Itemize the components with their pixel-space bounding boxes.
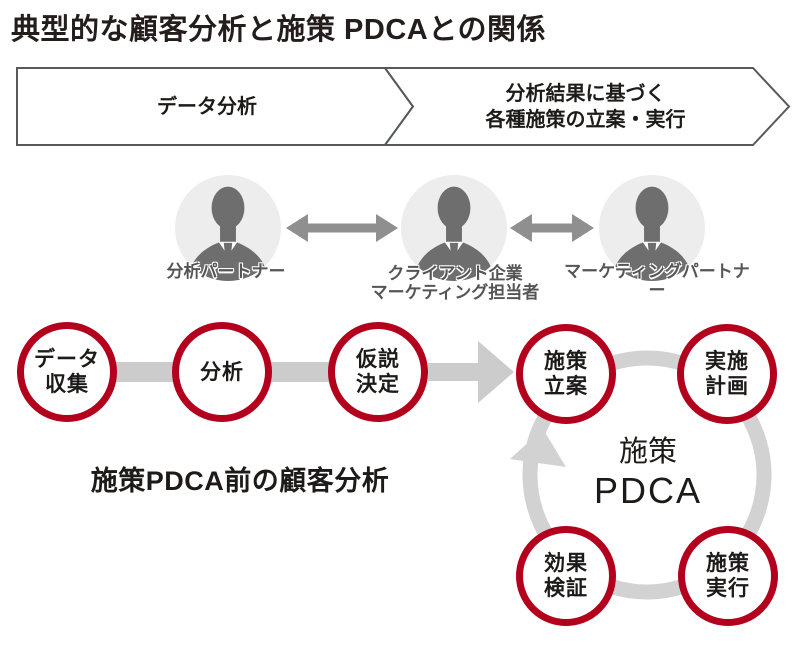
phase1-label: データ分析 [157,95,257,118]
node-data-collection: データ 収集 [17,322,117,422]
avatar-analysis-partner [175,175,281,281]
caption-pre-pdca-analysis: 施策PDCA前の顧客分析 [90,466,390,496]
person-icon [413,186,495,281]
avatar-client-marketer [401,175,507,281]
pdca-center-label: 施策 PDCA [568,434,728,512]
pdca-center-line1: 施策 [618,436,677,468]
person-icon [611,186,693,281]
node-plan-measures: 施策 立案 [516,324,616,424]
phase2-label: 分析結果に基づく 各種施策の立案・実行 [485,82,686,131]
phase2-chevron-shape [383,67,791,146]
flow-arrow-icon [428,341,514,403]
page-title: 典型的な顧客分析と施策 PDCAとの関係 [11,14,546,46]
stakeholder-label-marketing-partner: マーケティングパートナー [564,262,750,300]
node-execute-measures: 施策 実行 [678,526,778,626]
person-icon [187,186,269,281]
cycle-arrow-icon [510,429,566,467]
pdca-ring [522,350,772,600]
avatar-marketing-partner [599,175,705,281]
node-analysis: 分析 [172,322,272,422]
pdca-center-line2: PDCA [593,470,703,511]
stakeholder-label-client: クライアント企業 マーケティング担当者 [370,264,540,302]
double-arrow-icon [286,214,398,242]
stakeholder-label-analysis-partner: 分析パートナー [166,262,286,281]
node-implementation-plan: 実施 計画 [677,324,777,424]
node-verify-effect: 効果 検証 [516,526,616,626]
node-hypothesis: 仮説 決定 [328,322,428,422]
double-arrow-icon [510,214,594,242]
